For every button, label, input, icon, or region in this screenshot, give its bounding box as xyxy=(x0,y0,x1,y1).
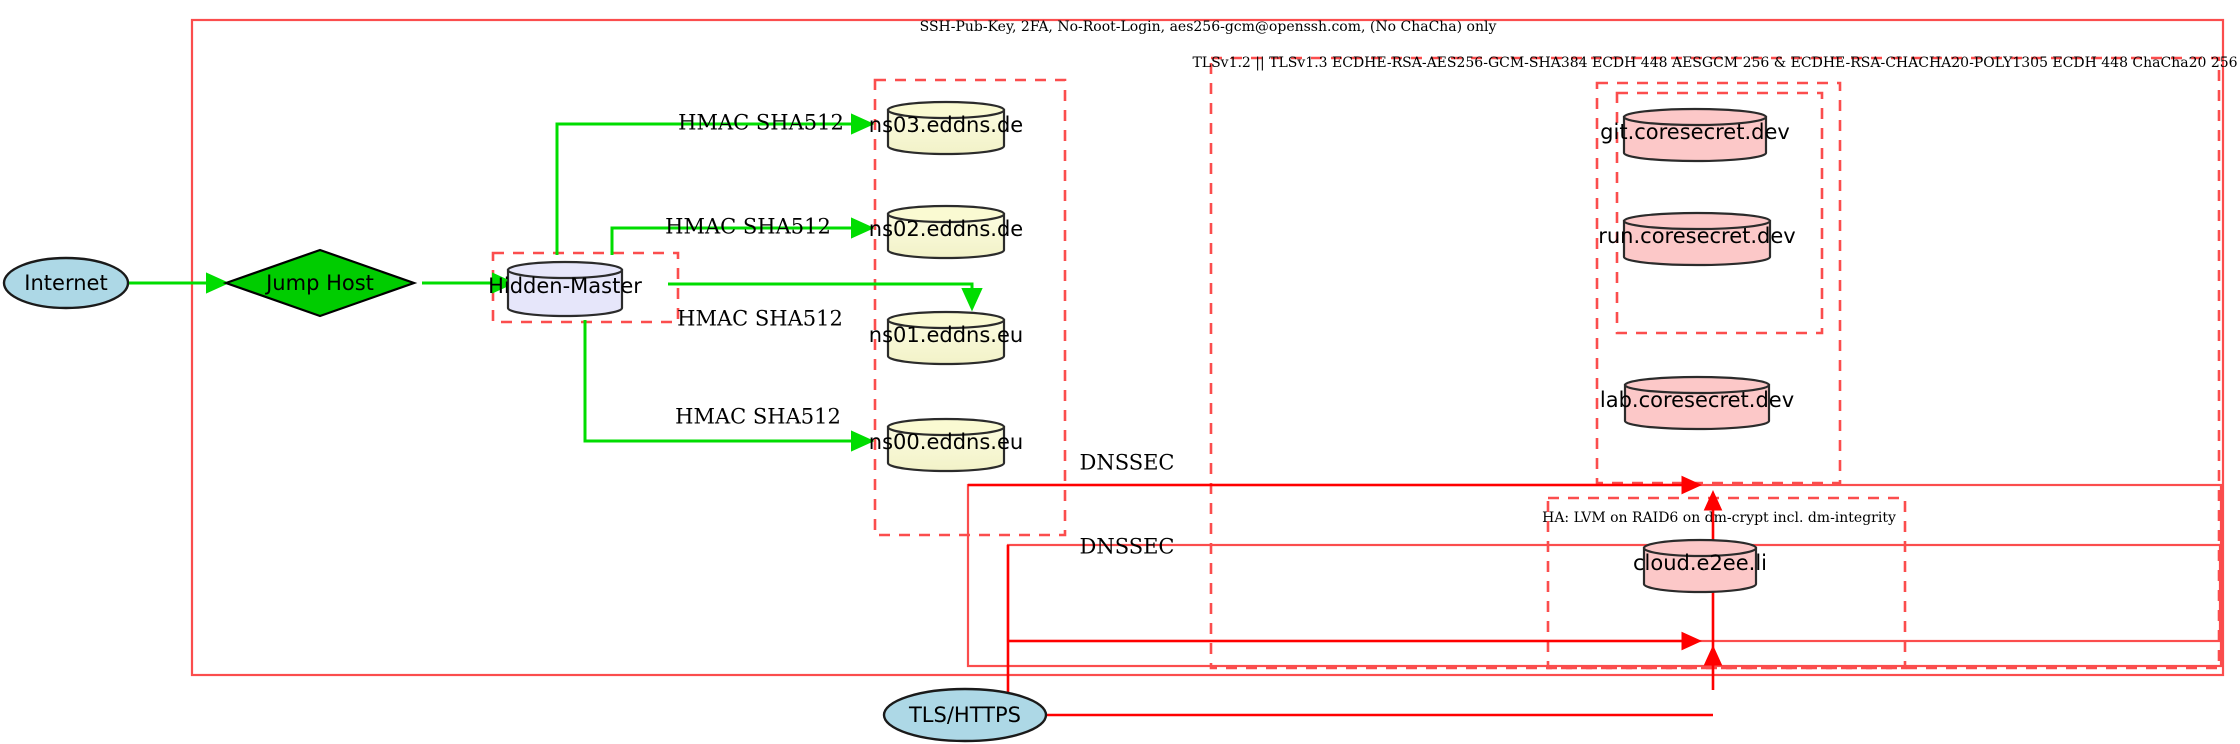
node-ns03[interactable]: ns03.eddns.de xyxy=(869,100,1023,156)
node-jump-host[interactable]: Jump Host xyxy=(222,248,418,318)
node-lab-coresecret[interactable]: lab.coresecret.dev xyxy=(1600,375,1794,431)
cluster-coresecret-boundary xyxy=(1595,81,1842,485)
node-ns02-label: ns02.eddns.de xyxy=(869,217,1023,241)
node-ns01[interactable]: ns01.eddns.eu xyxy=(869,310,1023,366)
node-hidden-master-label: Hidden-Master xyxy=(488,274,642,298)
node-run-label: run.coresecret.dev xyxy=(1598,224,1796,248)
node-lab-label: lab.coresecret.dev xyxy=(1600,388,1794,412)
edge-hiddenmaster-to-ns01 xyxy=(668,282,972,308)
node-jump-host-label: Jump Host xyxy=(264,271,374,295)
edge-label-hmac-ns00: HMAC SHA512 xyxy=(675,405,841,429)
edge-hiddenmaster-to-ns03 xyxy=(555,124,871,255)
cluster-ssh-label: SSH-Pub-Key, 2FA, No-Root-Login, aes256-… xyxy=(920,19,1497,35)
edge-hiddenmaster-to-ns00 xyxy=(583,320,871,441)
node-cloud-e2ee[interactable]: cloud.e2ee.li xyxy=(1633,538,1767,594)
edge-label-dnssec-upper: DNSSEC xyxy=(1079,451,1174,475)
node-ns03-label: ns03.eddns.de xyxy=(869,113,1023,137)
cluster-tls-label: TLSv1.2 || TLSv1.3 ECDHE-RSA-AES256-GCM-… xyxy=(1192,55,2237,71)
node-internet[interactable]: Internet xyxy=(2,256,130,310)
edge-label-hmac-ns02: HMAC SHA512 xyxy=(665,215,831,239)
edge-label-hmac-ns03: HMAC SHA512 xyxy=(678,111,844,135)
cluster-dnssec-inner-boundary xyxy=(1006,543,2222,643)
node-git-coresecret[interactable]: git.coresecret.dev xyxy=(1600,107,1790,163)
node-ns00[interactable]: ns00.eddns.eu xyxy=(869,417,1023,473)
node-ns02[interactable]: ns02.eddns.de xyxy=(869,204,1023,260)
node-internet-label: Internet xyxy=(24,271,107,295)
cluster-coresecret-inner-boundary xyxy=(1615,91,1824,335)
node-run-coresecret[interactable]: run.coresecret.dev xyxy=(1598,211,1796,267)
node-cloud-label: cloud.e2ee.li xyxy=(1633,551,1767,575)
edge-label-dnssec-lower: DNSSEC xyxy=(1079,535,1174,559)
cluster-ha-label: HA: LVM on RAID6 on dm-crypt incl. dm-in… xyxy=(1542,510,1896,526)
edge-hiddenmaster-to-ns02 xyxy=(610,228,871,255)
node-git-label: git.coresecret.dev xyxy=(1600,120,1790,144)
node-tls-https-label: TLS/HTTPS xyxy=(908,703,1021,727)
edge-label-hmac-ns01: HMAC SHA512 xyxy=(677,307,843,331)
cluster-ssh-boundary xyxy=(190,18,2225,677)
node-hidden-master[interactable]: Hidden-Master xyxy=(488,260,642,318)
node-tls-https[interactable]: TLS/HTTPS xyxy=(882,687,1048,743)
node-ns00-label: ns00.eddns.eu xyxy=(869,430,1023,454)
cluster-tls-boundary xyxy=(1209,56,2221,670)
cluster-nameserver-boundary xyxy=(873,78,1067,537)
node-ns01-label: ns01.eddns.eu xyxy=(869,323,1023,347)
cluster-ha-boundary xyxy=(1546,496,1907,670)
